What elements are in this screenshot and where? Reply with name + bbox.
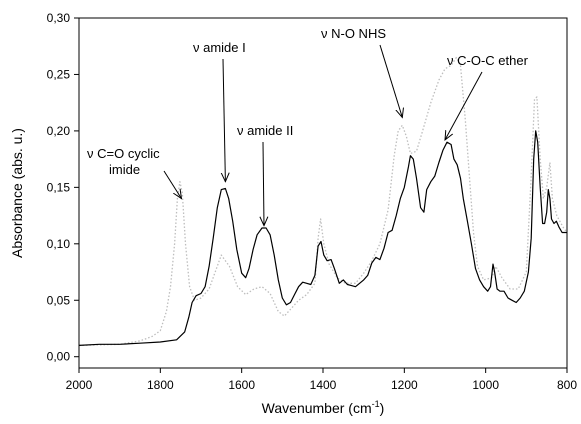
x-tick-label: 1400: [310, 378, 337, 392]
series-layer: [78, 56, 568, 347]
plot-frame: [78, 17, 568, 369]
dotted-spectrum-line: [78, 56, 568, 347]
y-axis-label: Absorbance (abs. u.): [9, 128, 25, 258]
annotation-arrow: [263, 141, 264, 226]
x-tick-label: 2000: [66, 378, 93, 392]
solid-spectrum-line: [78, 130, 567, 346]
x-tick-label: 1000: [472, 378, 499, 392]
x-tick-label: 1600: [228, 378, 255, 392]
y-tick-label: 0,10: [47, 237, 71, 251]
annotation-arrow: [445, 71, 483, 140]
annotation-arrow: [379, 44, 402, 117]
x-axis: 2000 1800 1600 1400 1200 1000 800: [66, 368, 577, 392]
annotation-label: ν amide I: [193, 40, 246, 55]
x-tick-label: 800: [557, 378, 577, 392]
y-tick-label: 0,25: [47, 67, 71, 81]
x-axis-label: Wavenumber (cm-1): [262, 399, 385, 416]
y-axis: 0,00 0,05 0,10 0,15 0,20 0,25 0,30: [47, 11, 79, 364]
x-tick-label: 1200: [391, 378, 418, 392]
annotation-label: ν N-O NHS: [321, 26, 386, 41]
x-tick-label: 1800: [147, 378, 174, 392]
annotation-arrow: [223, 58, 225, 182]
y-tick-label: 0,30: [47, 11, 71, 25]
annotation-label: ν C-O-C ether: [447, 53, 529, 68]
y-tick-label: 0,05: [47, 293, 71, 307]
annotation-arrow: [163, 170, 182, 199]
annotation-label: ν amide II: [237, 123, 293, 138]
y-tick-label: 0,15: [47, 180, 71, 194]
y-tick-label: 0,20: [47, 124, 71, 138]
y-tick-label: 0,00: [47, 350, 71, 364]
